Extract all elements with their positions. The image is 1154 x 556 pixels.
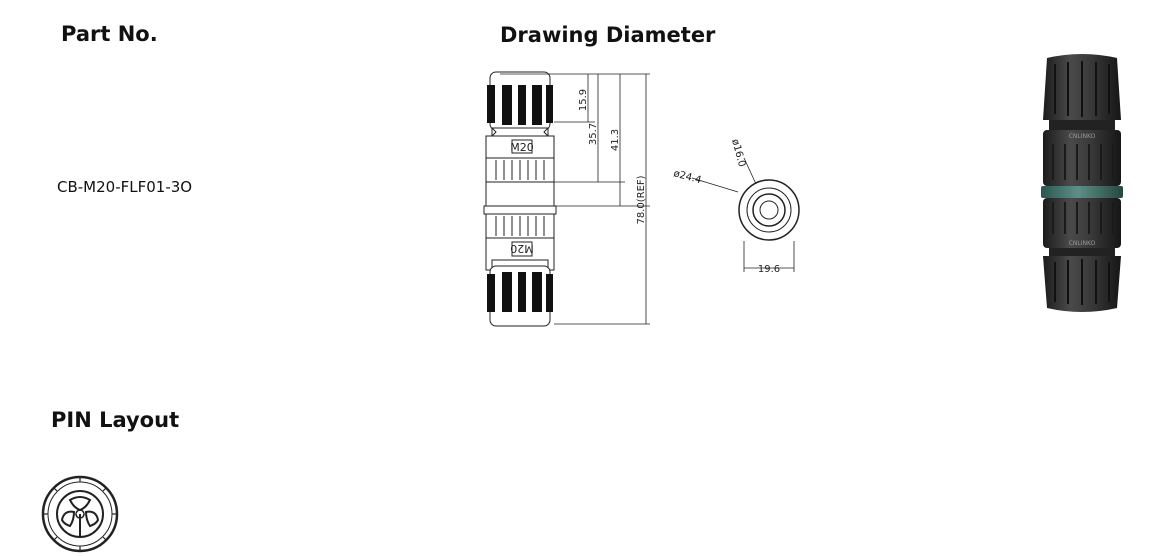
pin-face (41, 475, 119, 553)
top-nut-grip (487, 85, 553, 125)
bottom-body-ribs (495, 216, 545, 236)
part-number-value: CB-M20-FLF01-3O (57, 178, 193, 196)
dim-35-7: 35.7 (588, 123, 599, 145)
pin-face-notches (43, 477, 117, 551)
upper-body-ridges (1052, 144, 1114, 180)
dim-outer-diameter: ø24.4 (672, 168, 702, 186)
middle-band (483, 205, 557, 215)
thread-label-bottom: M20 (510, 242, 534, 255)
dim-length: 78.0(REF) (636, 175, 647, 224)
top-body-ribs (495, 160, 545, 180)
dim-inner-diameter: ø16.0 (729, 138, 747, 168)
accent-band (1041, 186, 1123, 198)
photo-brand-top: CNLINKO (1069, 133, 1096, 140)
dim-15-9: 15.9 (578, 89, 589, 111)
top-cap-ridges (1054, 61, 1110, 117)
photo-brand-bottom: CNLINKO (1069, 240, 1096, 247)
connector-end-view (691, 157, 800, 272)
lower-body-ridges (1052, 202, 1114, 234)
technical-drawing: M20 M20 15.9 35.7 41.3 78.0(REF) ø24.4 ø… (483, 71, 800, 327)
bottom-nut-grip (487, 272, 553, 312)
pin-layout-heading: PIN Layout (51, 408, 180, 432)
drawing-heading: Drawing Diameter (500, 23, 716, 47)
pin-layout-diagram (41, 475, 119, 553)
connector-photo: CNLINKO CNLINKO (1041, 54, 1123, 312)
dim-width: 19.6 (758, 264, 780, 275)
thread-label-top: M20 (510, 141, 534, 154)
bottom-cap-ridges (1054, 259, 1110, 305)
part-number-heading: Part No. (61, 22, 158, 46)
pin-contacts (60, 496, 100, 528)
connector-side-view (483, 71, 557, 327)
dimension-lines (500, 73, 650, 325)
dim-41-3: 41.3 (610, 129, 621, 151)
